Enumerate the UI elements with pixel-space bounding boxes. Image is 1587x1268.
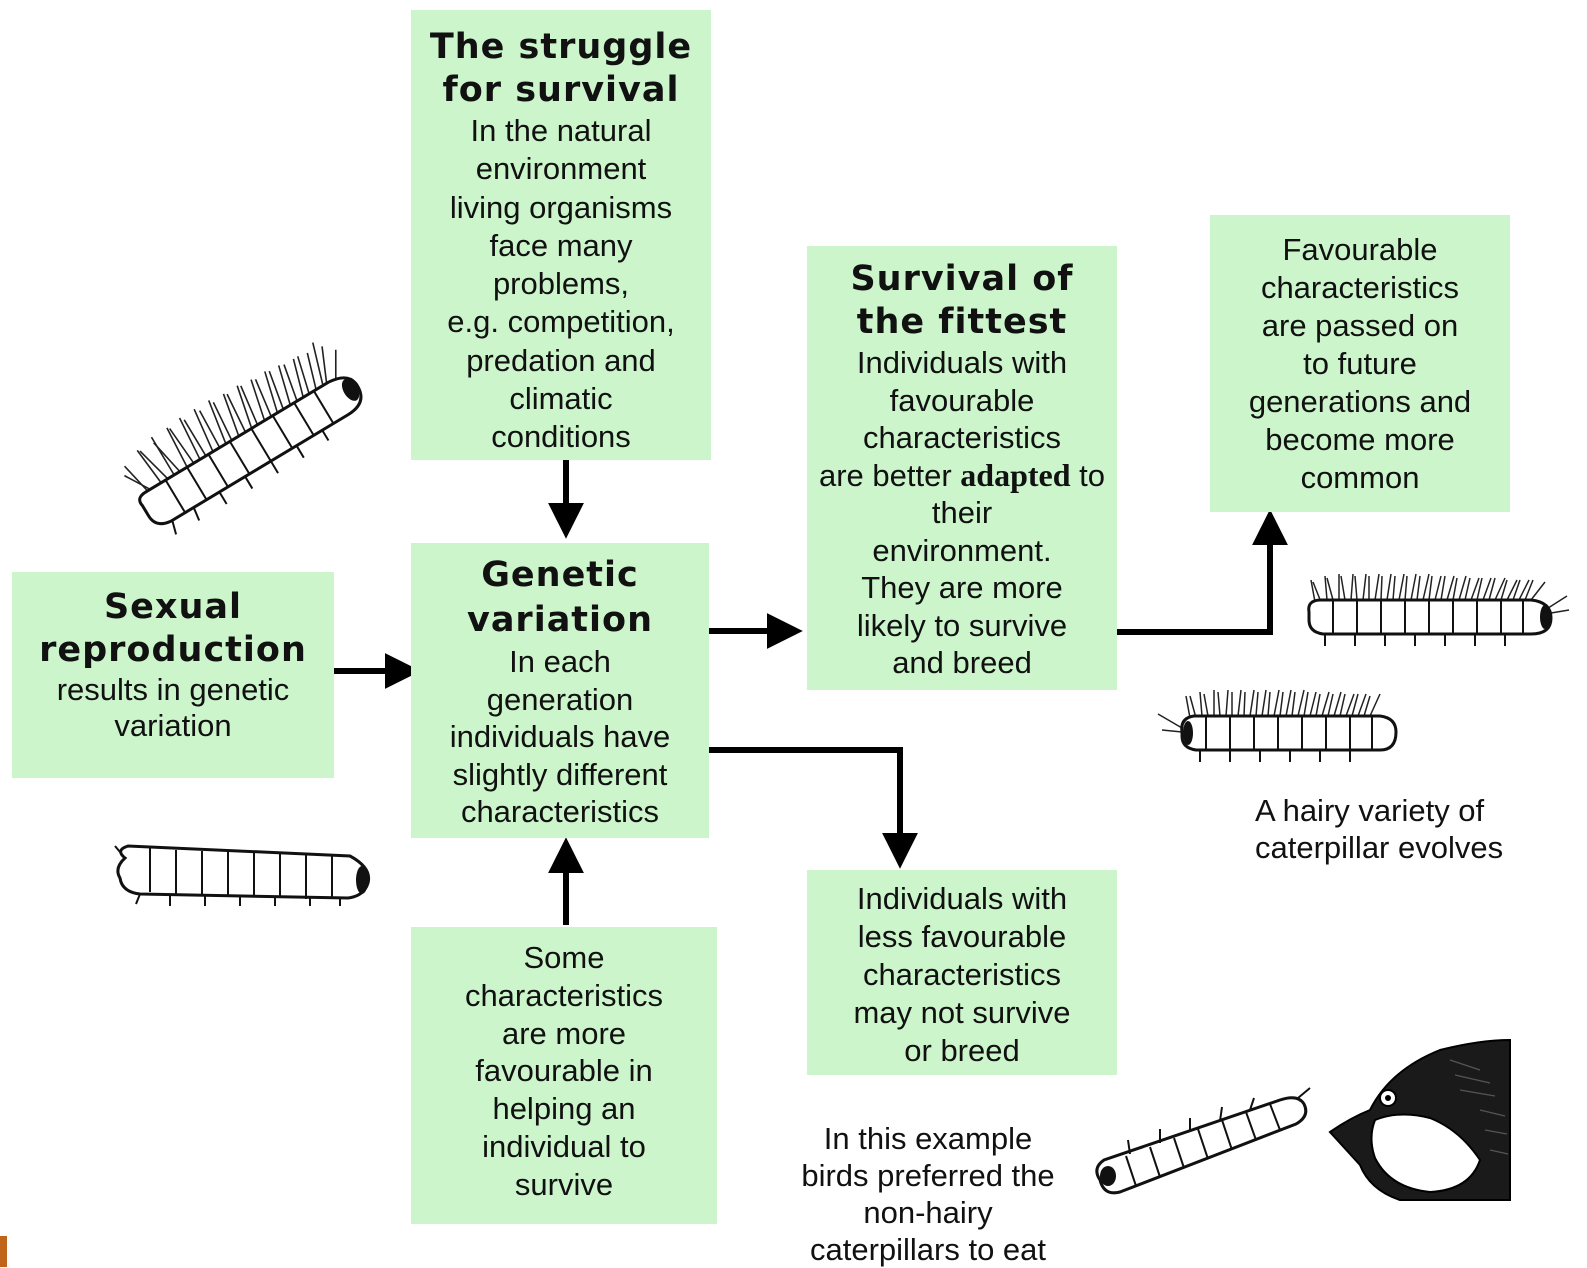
hairy-caterpillar-right-lower-illustration xyxy=(1158,690,1396,762)
plain-caterpillar-illustration xyxy=(115,846,369,906)
bird-head-illustration xyxy=(1330,1040,1510,1200)
accent-mark xyxy=(0,1236,7,1267)
hairy-caterpillar-right-illustration xyxy=(1309,574,1569,646)
eaten-caterpillar-illustration xyxy=(1097,1088,1310,1193)
hairy-caterpillar-illustration xyxy=(113,331,375,542)
